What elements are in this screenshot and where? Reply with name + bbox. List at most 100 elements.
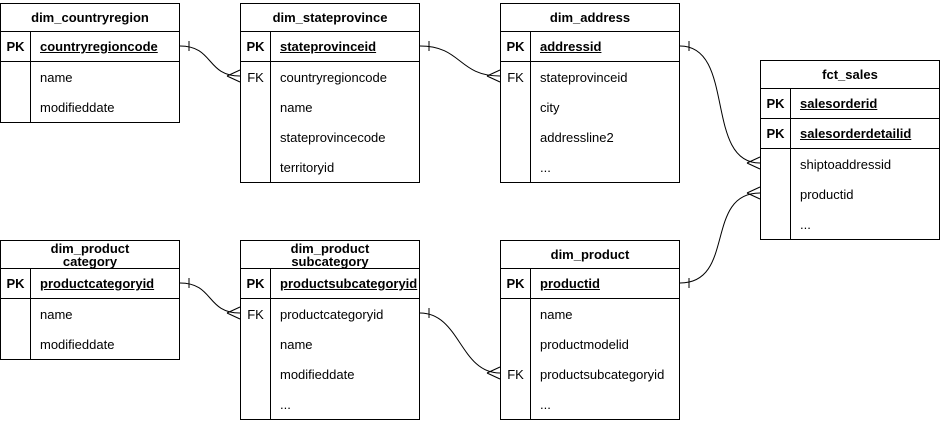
key-badge [501,92,531,122]
row-stateprovincecode: stateprovincecode [241,122,419,152]
field-name: salesorderdetailid [800,126,912,141]
key-badge [761,179,791,209]
pk-badge: PK [761,119,791,148]
entity-title: dim_address [501,4,679,32]
row-productcategoryid: FK productcategoryid [241,299,419,329]
row-productsubcategoryid: PK productsubcategoryid [241,269,419,299]
row-countryregioncode: PK countryregioncode [1,32,179,62]
cardinality-many-crowfoot [486,366,501,380]
pk-badge: PK [501,32,531,61]
relation-product-fctsales [679,186,761,288]
fk-badge: FK [241,62,271,92]
key-badge [1,62,31,92]
relation-curve [419,45,501,77]
cardinality-many-crowfoot [486,69,501,83]
key-badge [761,149,791,179]
field-name: productid [800,186,854,202]
entity-title: fct_sales [761,61,939,89]
field-name: name [40,306,73,322]
row-stateprovinceid: FK stateprovinceid [501,62,679,92]
key-badge [1,329,31,359]
row-ellipsis: ... [761,209,939,239]
field-name: modifieddate [280,366,355,382]
relation-curve [179,282,241,314]
field-name: name [280,336,313,352]
row-name: name [501,299,679,329]
field-name: stateprovinceid [280,39,377,54]
key-badge [1,92,31,122]
pk-badge: PK [1,269,31,298]
field-name: name [540,306,573,322]
row-salesorderdetailid: PK salesorderdetailid [761,119,939,149]
key-badge [501,152,531,182]
row-ellipsis: ... [501,389,679,419]
fk-badge: FK [241,299,271,329]
field-name: addressid [540,39,602,54]
row-name: name [241,92,419,122]
row-productid: productid [761,179,939,209]
entity-title: dim_product subcategory [241,241,419,269]
entity-dim-product-subcategory: dim_product subcategory PK productsubcat… [240,240,420,420]
entity-dim-product: dim_product PK productid name productmod… [500,240,680,420]
row-salesorderid: PK salesorderid [761,89,939,119]
relation-address-fctsales [679,41,761,170]
entity-title: dim_countryregion [1,4,179,32]
row-productsubcategoryid: FK productsubcategoryid [501,359,679,389]
row-productcategoryid: PK productcategoryid [1,269,179,299]
row-modifieddate: modifieddate [241,359,419,389]
cardinality-many-crowfoot [746,156,761,170]
pk-badge: PK [241,269,271,298]
row-countryregioncode: FK countryregioncode [241,62,419,92]
relation-countryregion-stateprovince [179,41,241,83]
entity-title: dim_product [501,241,679,269]
field-name: ... [540,396,551,412]
field-name: salesorderid [800,96,878,111]
relation-subcategory-product [419,308,501,380]
field-name: modifieddate [40,336,115,352]
relation-curve [679,192,761,284]
relation-stateprovince-address [419,41,501,83]
key-badge [501,299,531,329]
field-name: countryregioncode [280,69,387,85]
field-name: productmodelid [540,336,629,352]
field-name: name [280,99,313,115]
cardinality-many-crowfoot [226,69,241,83]
field-name: productsubcategoryid [280,276,418,291]
relation-curve [179,45,241,77]
field-name: stateprovincecode [280,129,386,145]
pk-badge: PK [761,89,791,118]
field-name: productid [540,276,600,291]
key-badge [501,122,531,152]
entity-dim-product-category: dim_product category PK productcategoryi… [0,240,180,360]
key-badge [241,359,271,389]
row-modifieddate: modifieddate [1,329,179,359]
row-shiptoaddressid: shiptoaddressid [761,149,939,179]
field-name: ... [800,216,811,232]
relation-curve [419,312,501,374]
field-name: productcategoryid [40,276,155,291]
fk-badge: FK [501,359,531,389]
entity-dim-stateprovince: dim_stateprovince PK stateprovinceid FK … [240,3,420,183]
row-name: name [1,299,179,329]
field-name: shiptoaddressid [800,156,892,172]
fk-badge: FK [501,62,531,92]
row-name: name [1,62,179,92]
entity-title: dim_product category [1,241,179,269]
row-productid: PK productid [501,269,679,299]
field-name: productsubcategoryid [540,366,665,382]
key-badge [1,299,31,329]
field-name: stateprovinceid [540,69,628,85]
field-name: modifieddate [40,99,115,115]
key-badge [241,92,271,122]
key-badge [241,152,271,182]
pk-badge: PK [501,269,531,298]
field-name: addressline2 [540,129,614,145]
key-badge [501,329,531,359]
row-ellipsis: ... [501,152,679,182]
relation-curve [679,45,761,164]
field-name: city [540,99,560,115]
key-badge [241,122,271,152]
field-name: territoryid [280,159,335,175]
key-badge [241,329,271,359]
field-name: countryregioncode [40,39,158,54]
